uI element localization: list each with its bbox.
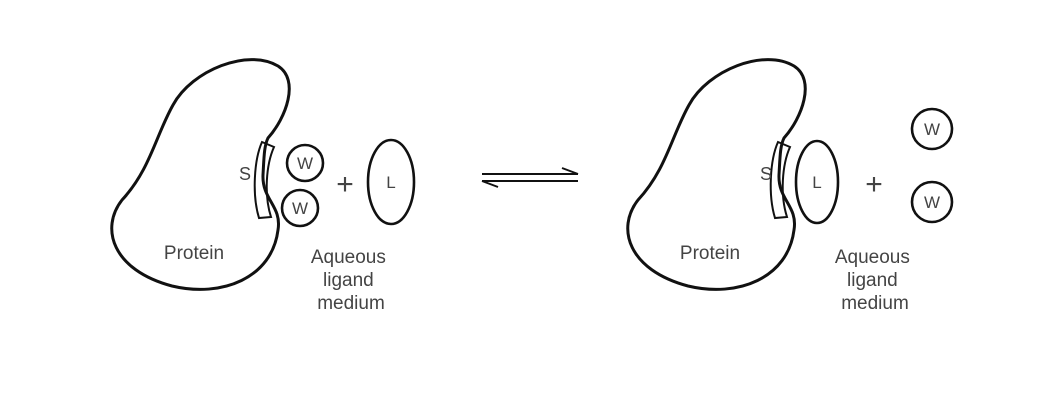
free-water-molecule-top [910, 107, 954, 151]
protein-shape-left [110, 58, 291, 291]
site-label-right: S [760, 164, 772, 184]
ligand-label-bound: L [812, 173, 821, 192]
left-state: S Protein W W + L Aqueous ligand medium [110, 58, 416, 314]
site-label-left: S [239, 164, 251, 184]
bound-water-label-top: W [297, 154, 313, 173]
plus-sign-left: + [336, 168, 354, 201]
ligand-label-free: L [386, 173, 395, 192]
plus-sign-right: + [865, 168, 883, 201]
free-water-molecule-bottom [910, 180, 954, 224]
equilibrium-arrows-icon [481, 167, 579, 188]
medium-label-left: Aqueous ligand medium [311, 247, 391, 314]
ligand-molecule-free [366, 138, 416, 226]
bound-water-label-bottom: W [292, 199, 308, 218]
protein-label-left: Protein [164, 243, 224, 264]
ligand-molecule-bound [794, 139, 840, 225]
bound-water-molecule-bottom [280, 188, 320, 228]
bound-water-molecule-top [285, 143, 325, 183]
free-water-label-top: W [924, 120, 940, 139]
binding-site-left [253, 140, 276, 220]
protein-label-right: Protein [680, 243, 740, 264]
right-state: S Protein L + W W Aqueous ligand medium [626, 58, 954, 314]
medium-label-right: Aqueous ligand medium [835, 247, 915, 314]
binding-site-right [769, 140, 792, 220]
protein-shape-right [626, 58, 807, 291]
free-water-label-bottom: W [924, 193, 940, 212]
